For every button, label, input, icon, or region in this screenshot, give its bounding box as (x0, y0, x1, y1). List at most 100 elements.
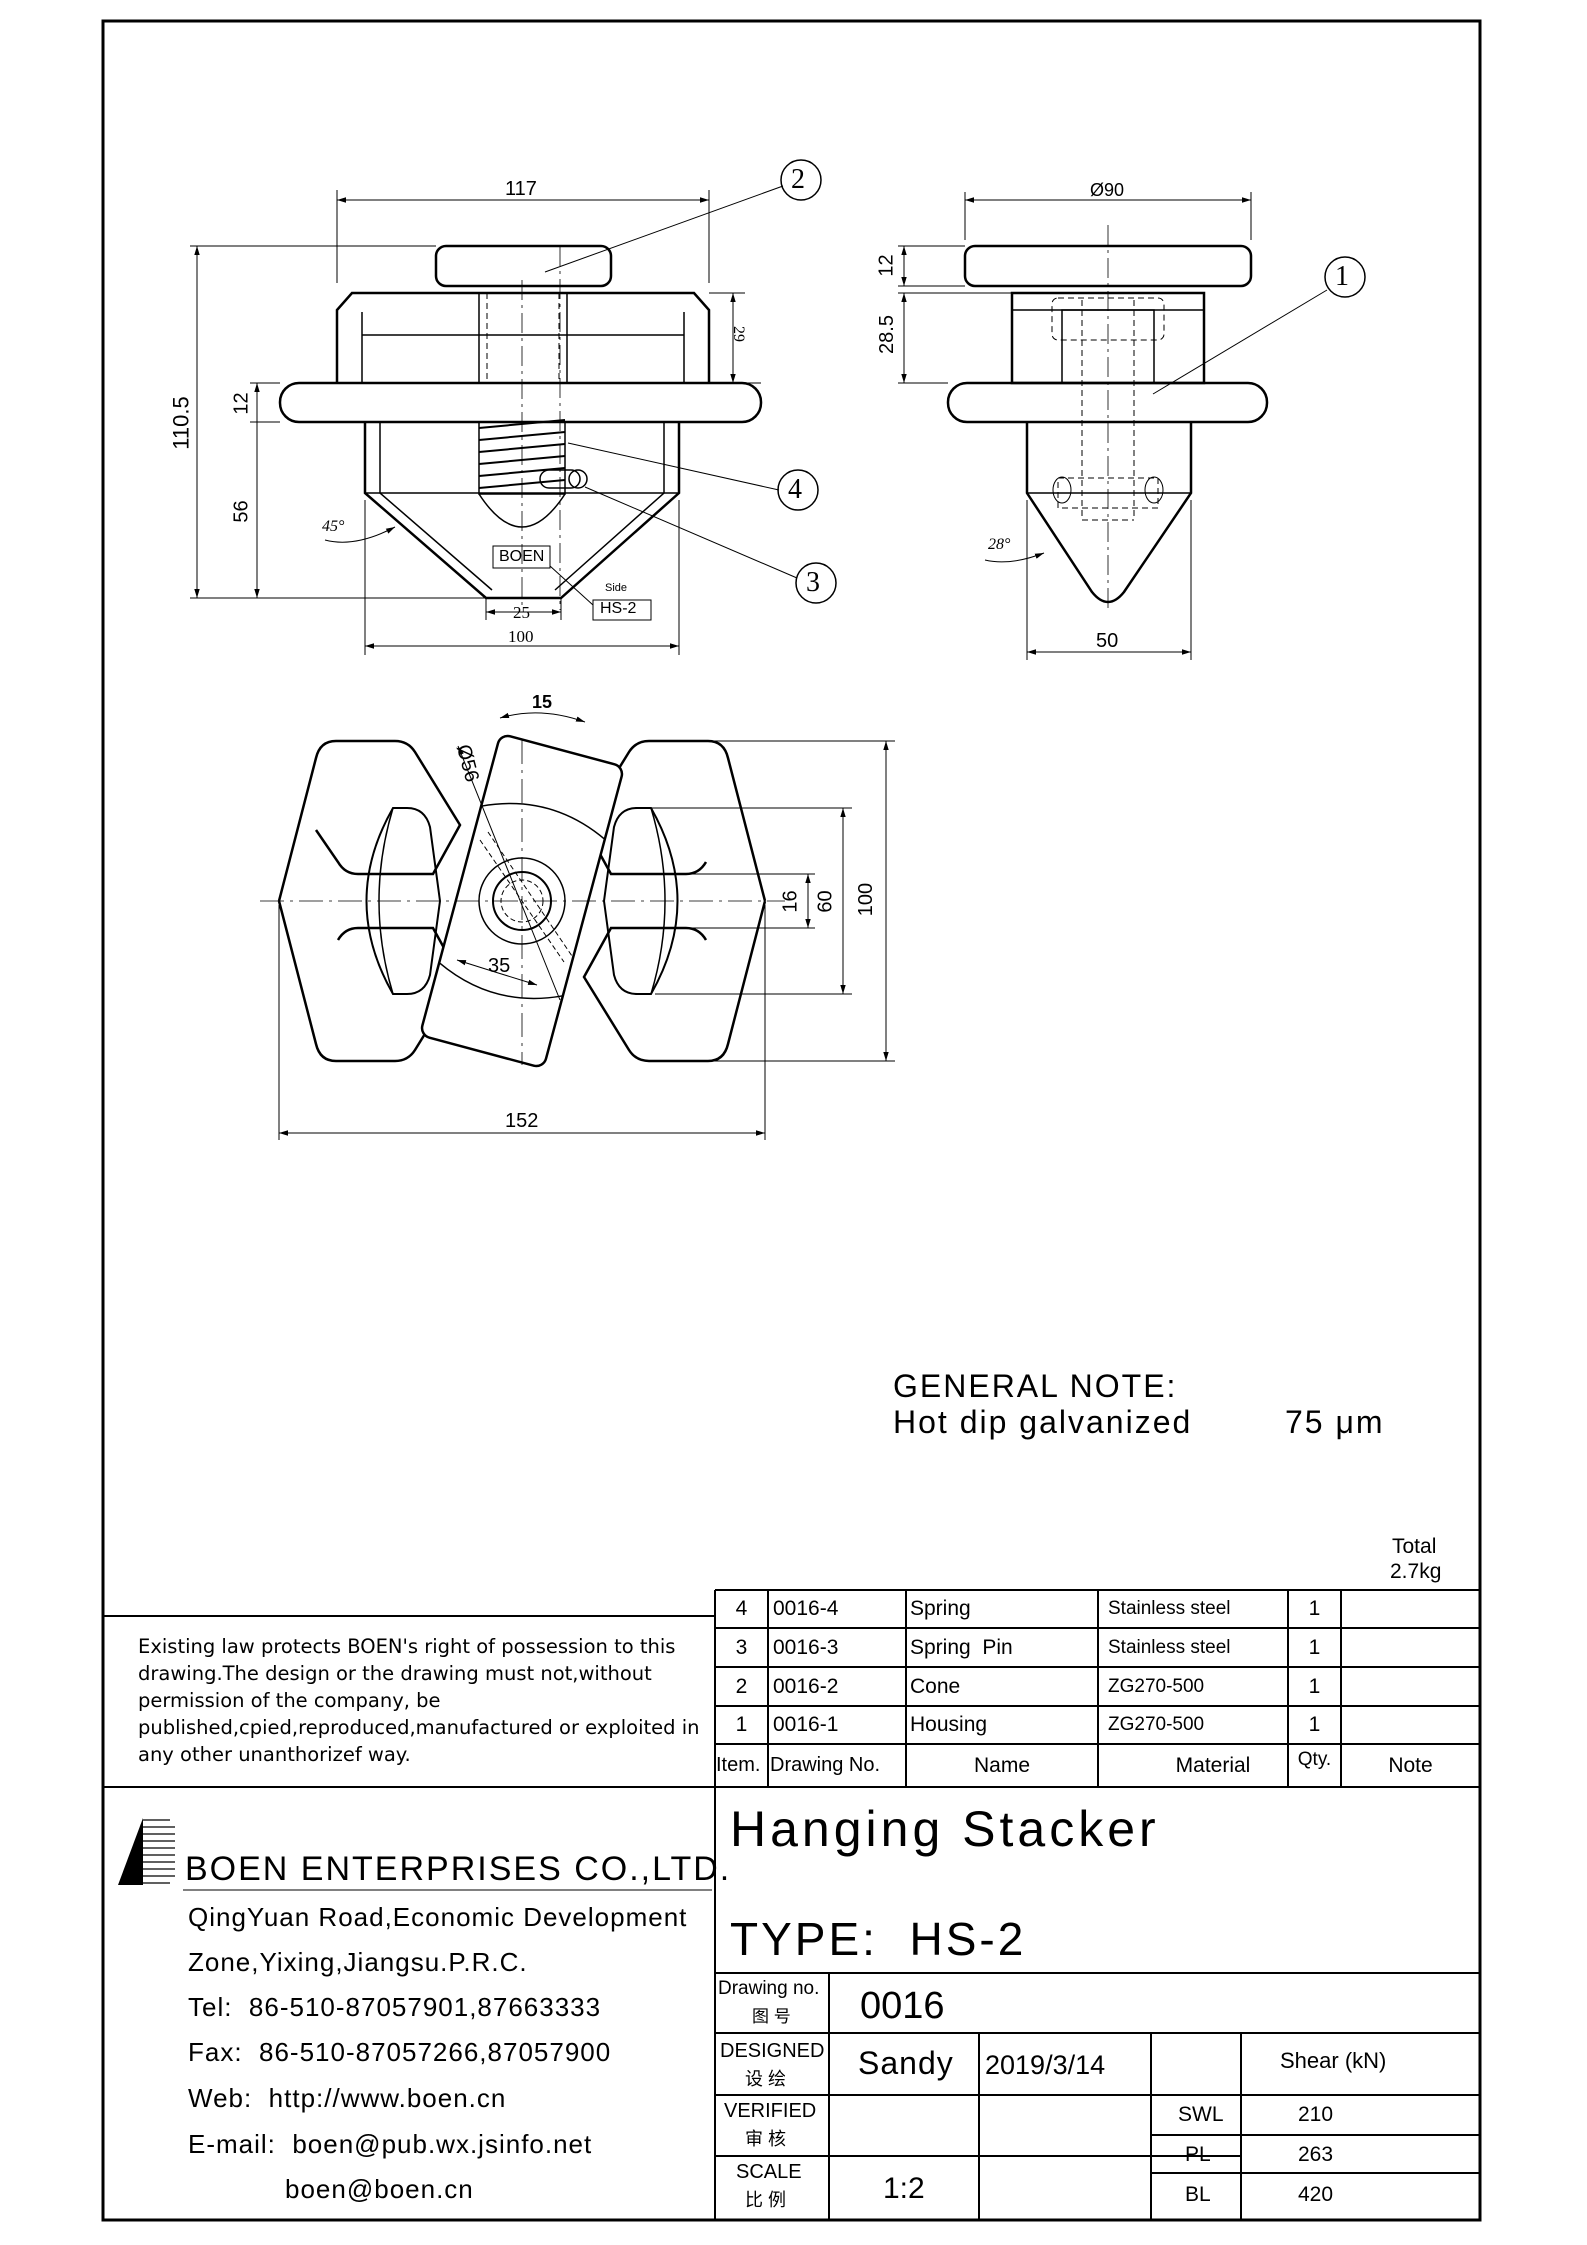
design-date: 2019/3/14 (985, 2050, 1106, 2080)
drawing-no-cell: 0016-4 (773, 1597, 839, 1620)
slot-right (602, 807, 679, 995)
drawing-no: 0016 (860, 1985, 945, 2027)
company-address-1: QingYuan Road,Economic Development (188, 1902, 688, 1932)
balloon-4: 4 (788, 474, 802, 505)
front-view (278, 244, 763, 610)
name-cell: Spring Pin (910, 1635, 1013, 1659)
boen-marking: BOEN (499, 548, 545, 565)
item-cell: 2 (735, 1674, 748, 1698)
boen-logo (118, 1818, 712, 1891)
dim-16: 16 (779, 890, 802, 913)
company-email-link[interactable]: E-mail: boen@pub.wx.jsinfo.net (188, 2129, 593, 2159)
dim-29: 29 (730, 326, 747, 342)
qty-cell: 1 (1308, 1597, 1321, 1620)
header-name: Name (973, 1753, 1031, 1777)
dim-50: 50 (1096, 630, 1119, 652)
material-cell: Stainless steel (1108, 1598, 1231, 1619)
bl-value: 420 (1298, 2183, 1334, 2206)
dim-35: 35 (488, 955, 511, 977)
qty-cell: 1 (1308, 1674, 1321, 1698)
name-cell: Cone (910, 1674, 961, 1698)
item-cell: 3 (735, 1635, 748, 1659)
dim-100-top: 100 (855, 882, 878, 917)
dim-12-front: 12 (230, 392, 253, 415)
copyright-notice: Existing law protects BOEN's right of po… (138, 1635, 700, 1766)
dim-110-5: 110.5 (168, 396, 194, 450)
designed-label-cn: 设 绘 (745, 2069, 787, 2089)
item-cell: 1 (735, 1713, 748, 1736)
header-drawing-no: Drawing No. (770, 1754, 881, 1776)
swl-label: SWL (1178, 2103, 1224, 2126)
balloons (777, 159, 1366, 604)
angle-45: 45° (322, 518, 345, 535)
angle-28: 28° (988, 536, 1011, 553)
pl-label: PL (1185, 2143, 1211, 2166)
header-item: Item. (716, 1754, 761, 1776)
name-cell: Spring (910, 1597, 971, 1620)
balloon-2: 2 (791, 164, 805, 195)
side-label: Side (605, 582, 628, 594)
balloon-3: 3 (806, 567, 820, 598)
title-block-lines (103, 1589, 1480, 2220)
company-web-link[interactable]: Web: http://www.boen.cn (188, 2083, 507, 2113)
total-label: Total (1392, 1535, 1437, 1558)
front-view-dimensions (190, 185, 798, 655)
bl-label: BL (1185, 2183, 1211, 2206)
dim-25: 25 (513, 603, 530, 622)
swl-value: 210 (1298, 2103, 1334, 2126)
qty-cell: 1 (1308, 1635, 1321, 1659)
type-marking: HS-2 (600, 600, 637, 617)
general-note-line: Hot dip galvanized (893, 1404, 1193, 1440)
drawing-no-cell: 0016-3 (773, 1635, 839, 1659)
dim-15: 15 (532, 692, 553, 712)
designer-name: Sandy (858, 2045, 954, 2081)
general-note-title: GENERAL NOTE: (893, 1368, 1178, 1404)
material-cell: Stainless steel (1108, 1636, 1231, 1658)
drawing-type: TYPE: HS-2 (730, 1913, 1027, 1965)
dim-100-front: 100 (508, 627, 534, 646)
balloon-1: 1 (1335, 261, 1349, 292)
dim-28-5: 28.5 (875, 315, 898, 354)
slot-left (365, 807, 442, 995)
drawing-no-label: Drawing no. (718, 1978, 820, 1999)
top-view (260, 734, 785, 1068)
name-cell: Housing (910, 1713, 988, 1736)
drawing-no-label-cn: 图 号 (752, 2007, 791, 2026)
boen-mark-box (492, 545, 551, 569)
dim-56: 56 (230, 500, 253, 523)
scale-label: SCALE (736, 2161, 802, 2183)
scale-value: 1:2 (883, 2172, 925, 2205)
side-view (946, 225, 1269, 610)
material-cell: ZG270-500 (1108, 1714, 1205, 1735)
header-qty: Qty. (1297, 1748, 1332, 1770)
scale-label-cn: 比 例 (745, 2190, 787, 2210)
dim-12-side: 12 (875, 254, 898, 277)
company-name: BOEN ENTERPRISES CO.,LTD. (185, 1850, 732, 1888)
designed-label: DESIGNED (720, 2040, 825, 2062)
drawing-no-cell: 0016-1 (773, 1713, 839, 1736)
drawing-title: Hanging Stacker (730, 1801, 1160, 1857)
coating-thickness: 75 μm (1285, 1404, 1385, 1440)
side-view-dimensions (898, 192, 1328, 660)
dim-152: 152 (505, 1110, 539, 1132)
dim-diameter-90: Ø90 (1090, 180, 1125, 200)
total-weight: 2.7kg (1390, 1560, 1442, 1583)
drawing-no-cell: 0016-2 (773, 1674, 839, 1698)
company-tel: Tel: 86-510-87057901,87663333 (188, 1992, 602, 2022)
header-note: Note (1388, 1753, 1433, 1777)
item-cell: 4 (735, 1597, 748, 1620)
dim-117: 117 (505, 178, 537, 200)
shear-header: Shear (kN) (1280, 2048, 1387, 2073)
company-address-2: Zone,Yixing,Jiangsu.P.R.C. (188, 1947, 528, 1977)
type-mark-box (592, 599, 652, 621)
material-cell: ZG270-500 (1108, 1675, 1205, 1697)
dim-60: 60 (814, 890, 837, 913)
housing-outline (277, 739, 462, 1063)
header-material: Material (1175, 1753, 1251, 1777)
qty-cell: 1 (1308, 1713, 1321, 1736)
top-view-dimensions (278, 712, 895, 1140)
company-fax: Fax: 86-510-87057266,87057900 (188, 2037, 612, 2067)
sheet-border (101, 19, 1482, 2222)
company-email-2-link[interactable]: boen@boen.cn (285, 2174, 474, 2204)
